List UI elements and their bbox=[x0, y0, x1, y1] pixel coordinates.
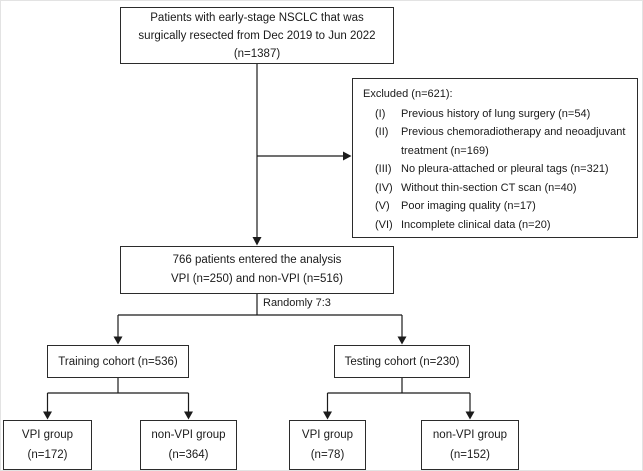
excluded-item: (III) No pleura-attached or pleural tags… bbox=[363, 160, 631, 179]
excluded-item-numeral: (I) bbox=[375, 107, 386, 120]
excluded-item: (VI) Incomplete clinical data (n=20) bbox=[363, 216, 631, 235]
node-analysis: 766 patients entered the analysis VPI (n… bbox=[120, 246, 394, 294]
excluded-title: Excluded (n=621): bbox=[363, 88, 453, 100]
node-text-line: (n=172) bbox=[27, 449, 68, 461]
randomly-split-label: Randomly 7:3 bbox=[263, 297, 331, 309]
node-text-line: VPI (n=250) and non-VPI (n=516) bbox=[171, 273, 343, 285]
excluded-item-numeral: (V) bbox=[375, 200, 390, 212]
excluded-item: (I) Previous history of lung surgery (n=… bbox=[363, 105, 631, 124]
excluded-item-text: Previous history of lung surgery (n=54) bbox=[401, 107, 591, 120]
node-text-line: (n=364) bbox=[168, 449, 209, 461]
node-text-line: non-VPI group bbox=[432, 429, 508, 441]
node-text-line: non-VPI group bbox=[151, 429, 226, 441]
node-text-line: VPI group bbox=[21, 429, 74, 441]
node-training-vpi-group: VPI group (n=172) bbox=[3, 420, 92, 470]
node-text-line: Patients with early-stage NSCLC that was bbox=[150, 11, 364, 24]
node-initial-patients: Patients with early-stage NSCLC that was… bbox=[120, 7, 394, 64]
node-text-line: (n=152) bbox=[450, 449, 490, 461]
excluded-item-numeral: (VI) bbox=[375, 218, 393, 231]
excluded-item: (II) Previous chemoradiotherapy and neoa… bbox=[363, 123, 631, 160]
excluded-item-text: Incomplete clinical data (n=20) bbox=[401, 218, 551, 231]
node-text-line: (n=1387) bbox=[233, 47, 281, 60]
node-testing-cohort: Testing cohort (n=230) bbox=[334, 345, 470, 378]
node-text-line: Training cohort (n=536) bbox=[58, 355, 178, 368]
node-training-cohort: Training cohort (n=536) bbox=[47, 345, 189, 378]
excluded-item-text: No pleura-attached or pleural tags (n=32… bbox=[401, 163, 609, 175]
node-testing-vpi-group: VPI group (n=78) bbox=[289, 420, 366, 470]
node-excluded: Excluded (n=621): (I) Previous history o… bbox=[352, 78, 638, 238]
node-text-line: 766 patients entered the analysis bbox=[172, 254, 342, 266]
node-text-line: VPI group bbox=[301, 429, 354, 441]
node-training-nonvpi-group: non-VPI group (n=364) bbox=[140, 420, 237, 470]
node-text-line: Testing cohort (n=230) bbox=[344, 355, 460, 368]
node-testing-nonvpi-group: non-VPI group (n=152) bbox=[421, 420, 519, 470]
node-text-line: surgically resected from Dec 2019 to Jun… bbox=[138, 29, 376, 42]
excluded-item-text: Poor imaging quality (n=17) bbox=[401, 200, 536, 212]
node-text-line: (n=78) bbox=[310, 449, 345, 461]
excluded-item-text: Without thin-section CT scan (n=40) bbox=[401, 181, 577, 194]
excluded-item: (V) Poor imaging quality (n=17) bbox=[363, 197, 631, 216]
excluded-item-numeral: (II) bbox=[375, 126, 389, 138]
excluded-item-numeral: (III) bbox=[375, 163, 392, 175]
excluded-item-numeral: (IV) bbox=[375, 181, 393, 194]
excluded-item: (IV) Without thin-section CT scan (n=40) bbox=[363, 179, 631, 198]
excluded-item-text: Previous chemoradiotherapy and neoadjuva… bbox=[401, 126, 626, 157]
